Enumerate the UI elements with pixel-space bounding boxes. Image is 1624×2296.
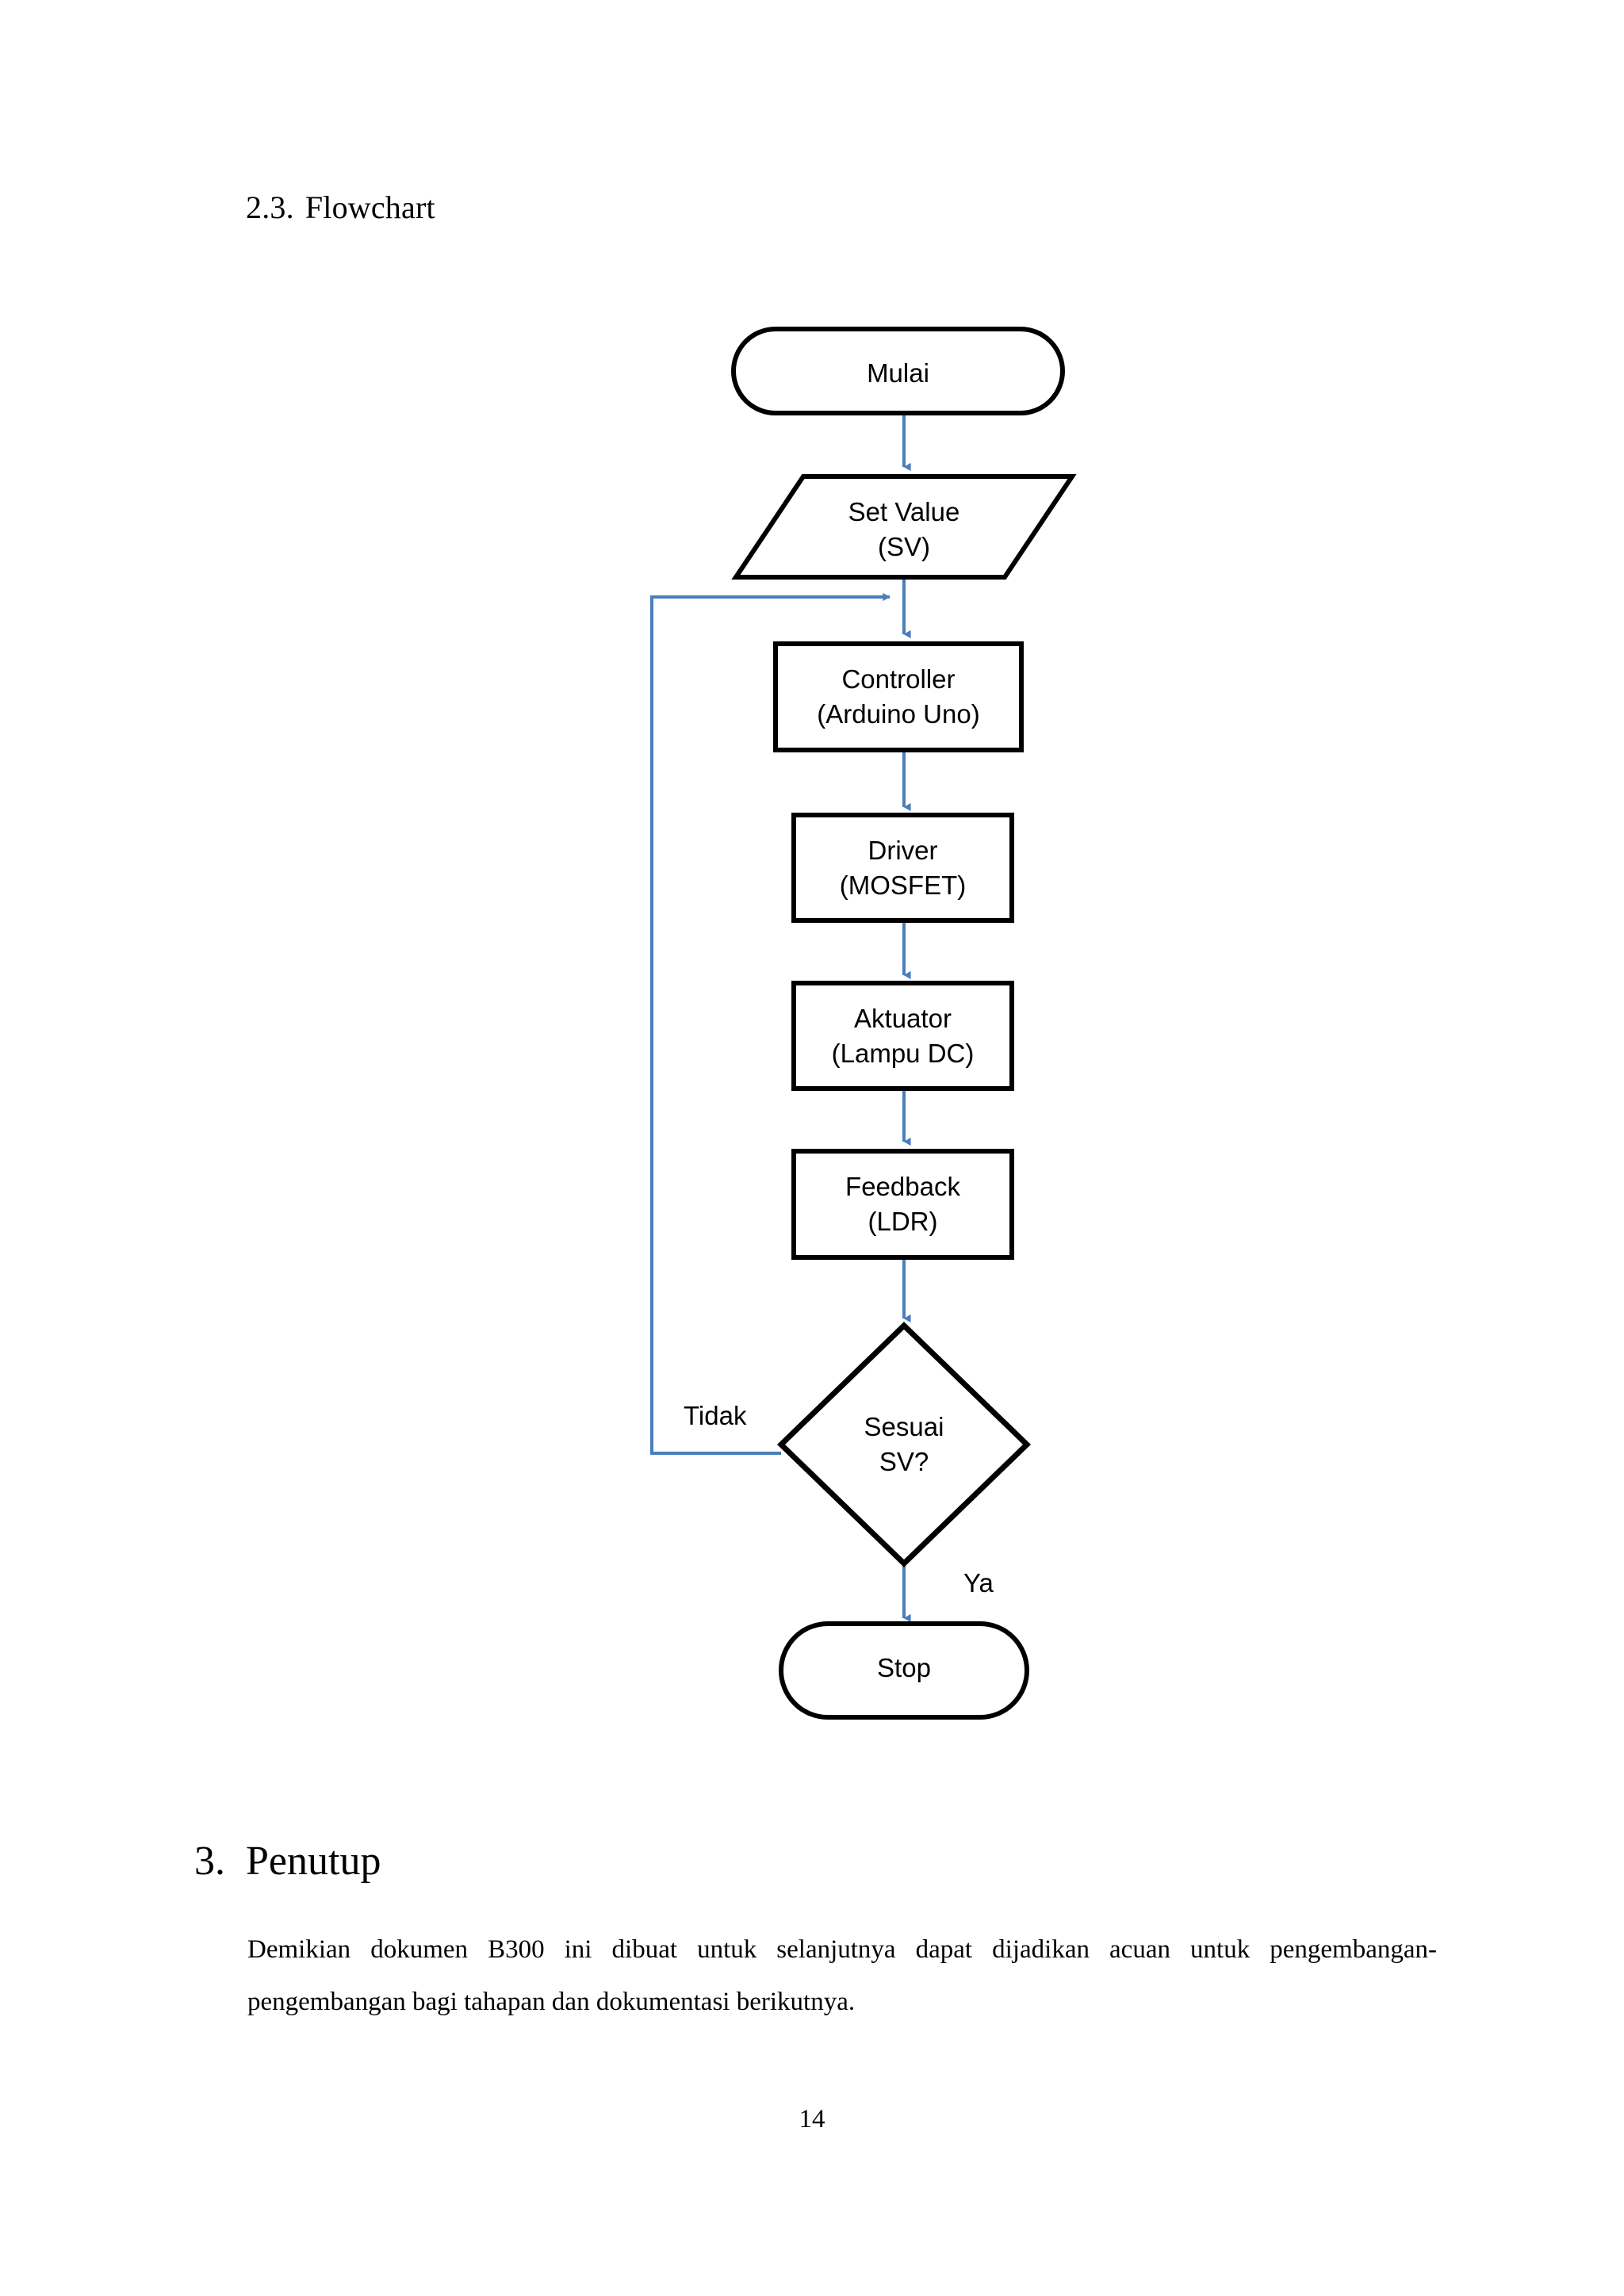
- penutup-heading-title: Penutup: [246, 1839, 381, 1884]
- flow-node-controller-shape: [773, 641, 1024, 752]
- connector-group: [650, 413, 911, 1623]
- section-heading-penutup: 3. Penutup: [194, 1838, 381, 1885]
- penutup-paragraph: Demikian dokumen B300 ini dibuat untuk s…: [247, 1935, 1437, 2016]
- edge-label-tidak: Tidak: [684, 1401, 747, 1430]
- page-number: 14: [799, 2105, 825, 2133]
- flow-node-stop-shape: [779, 1621, 1029, 1720]
- flow-node-set-value-shape: [731, 474, 1077, 580]
- flow-node-driver-shape: [791, 813, 1014, 923]
- flow-node-feedback-shape: [791, 1149, 1014, 1260]
- edge-label-ya: Ya: [963, 1568, 994, 1598]
- flowchart-diagram: Mulai Set Value (SV) Controller (Arduino…: [650, 327, 1077, 1720]
- flow-node-aktuator-shape: [791, 981, 1014, 1091]
- flow-node-decision-shape: [776, 1322, 1032, 1567]
- section-heading-number: 2.3.: [246, 189, 294, 225]
- flow-node-start-shape: [731, 327, 1065, 415]
- penutup-heading-number: 3.: [194, 1839, 225, 1884]
- section-heading-flowchart: 2.3. Flowchart: [246, 189, 435, 226]
- section-heading-title: Flowchart: [304, 189, 435, 225]
